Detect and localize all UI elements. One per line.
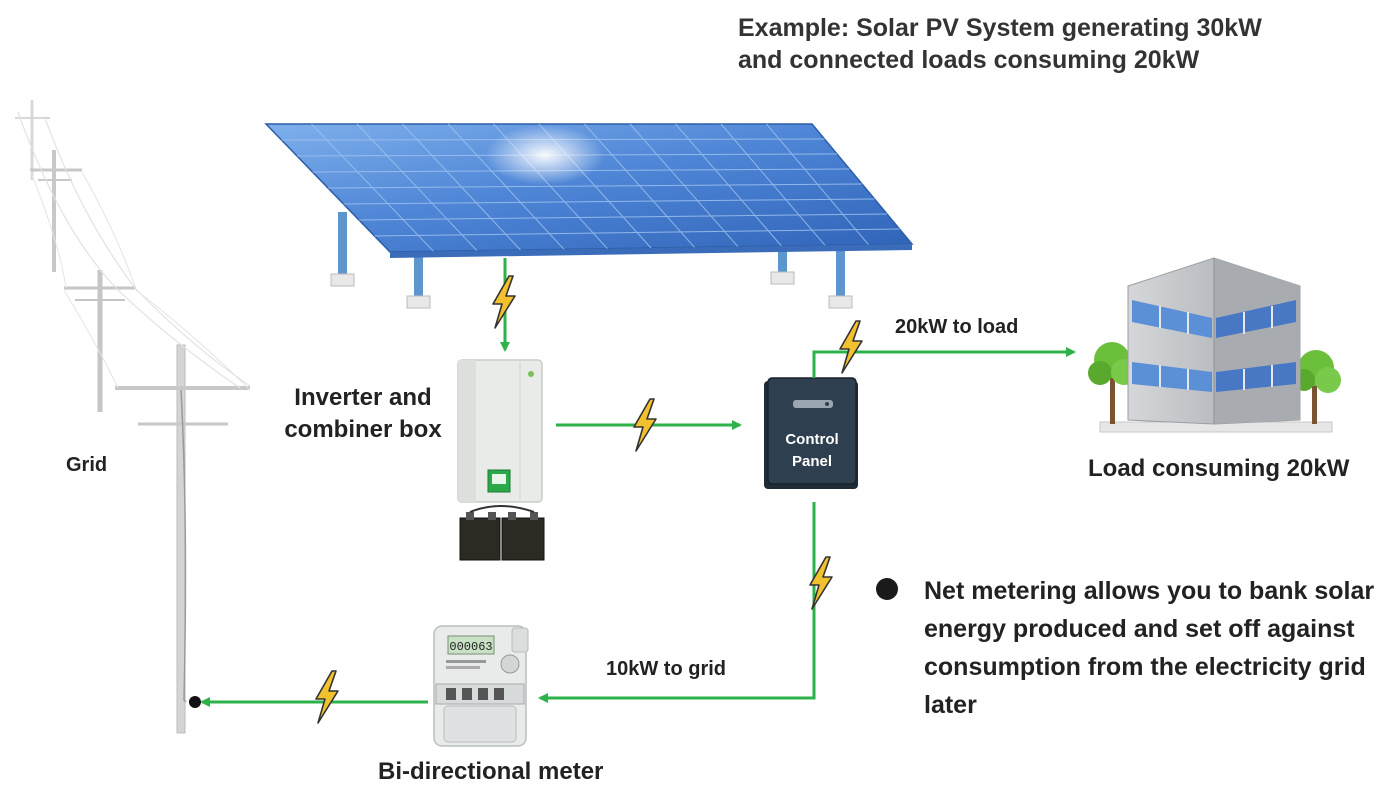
inverter-label: Inverter and combiner box xyxy=(268,382,458,446)
meter-icon: 000063 xyxy=(433,625,529,747)
lightning-icon xyxy=(839,320,863,374)
control-panel-icon: Control Panel xyxy=(764,377,858,489)
inverter-label-line-1: Inverter and xyxy=(294,384,432,411)
inverter-label-line-2: combiner box xyxy=(284,416,442,443)
solar-array-icon xyxy=(264,123,914,309)
grid-poles-icon xyxy=(15,100,251,734)
grid-label: Grid xyxy=(66,454,108,476)
title-line-2: and connected loads consuming 20kW xyxy=(738,46,1200,74)
flow-panel-to-meter xyxy=(538,502,816,703)
load-label: Load consuming 20kW xyxy=(1088,455,1350,482)
grid-connection-dot xyxy=(189,696,201,708)
to-grid-label: 10kW to grid xyxy=(606,658,727,680)
title-line-1: Example: Solar PV System generating 30kW xyxy=(738,14,1262,42)
building-icon xyxy=(1088,257,1341,433)
control-panel-label-1: Control xyxy=(785,431,838,448)
lightning-icon xyxy=(315,670,339,724)
inverter-icon xyxy=(457,359,545,561)
to-load-label: 20kW to load xyxy=(895,316,1019,338)
control-panel-label-2: Panel xyxy=(792,453,832,470)
meter-display: 000063 xyxy=(449,640,492,654)
net-metering-text: Net metering allows you to bank solar en… xyxy=(924,577,1375,719)
flow-panel-to-load xyxy=(812,347,1076,378)
diagram-title: Example: Solar PV System generating 30kW… xyxy=(738,12,1262,76)
bullet-icon xyxy=(876,578,898,600)
meter-label: Bi-directional meter xyxy=(378,758,604,785)
lightning-icon xyxy=(633,398,657,452)
